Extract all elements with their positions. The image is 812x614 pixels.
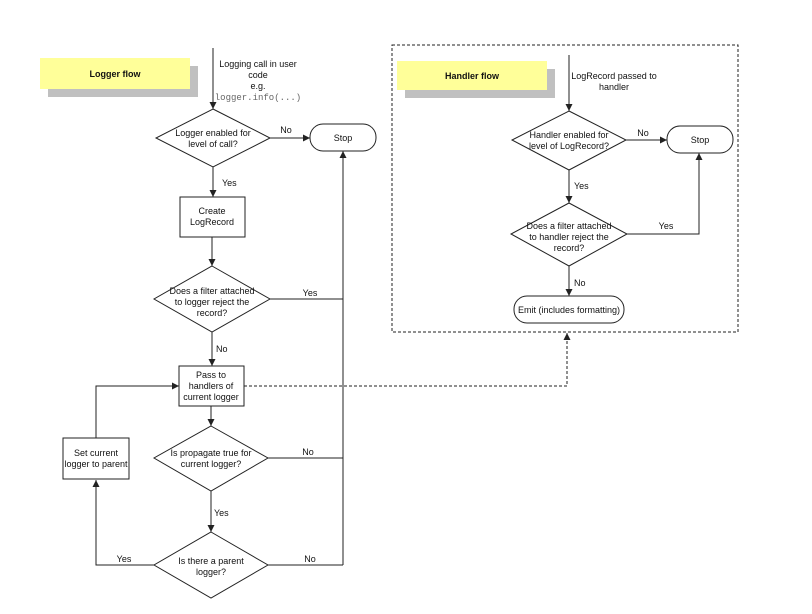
handler-enabled-no-label: No (637, 128, 649, 138)
logger-enabled-yes-label: Yes (222, 178, 237, 188)
logger-filter-line-1: Does a filter attached (169, 286, 254, 296)
parent-logger-line-1: Is there a parent (178, 556, 244, 566)
parent-logger-decision (153, 531, 269, 599)
set-parent-line-2: logger to parent (64, 459, 128, 469)
logger-flow-banner: Logger flow (40, 58, 198, 97)
handler-entry-line-1: LogRecord passed to (571, 71, 657, 81)
propagate-line-1: Is propagate true for (170, 448, 251, 458)
propagate-no-label: No (302, 447, 314, 457)
logger-entry-line-2: code (248, 70, 268, 80)
logger-to-handler-connector (244, 333, 571, 387)
handler-enabled-yes-label: Yes (574, 181, 589, 191)
logger-filter-yes-label: Yes (303, 288, 318, 298)
logger-flow-title: Logger flow (90, 69, 142, 79)
handler-flow-banner-box (397, 61, 547, 90)
handler-flow-banner: Handler flow (397, 61, 555, 98)
handler-filter-no-label: No (574, 278, 586, 288)
logger-entry-code: logger.info(...) (215, 93, 301, 103)
propagate-yes-label: Yes (214, 508, 229, 518)
emit-label: Emit (includes formatting) (518, 305, 620, 315)
handler-entry-line-2: handler (599, 82, 629, 92)
create-logrecord-box (179, 196, 246, 238)
logger-entry-line-1: Logging call in user (219, 59, 297, 69)
logger-enabled-decision (154, 108, 272, 168)
parent-no-label: No (304, 554, 316, 564)
parent-yes-label: Yes (117, 554, 132, 564)
handler-filter-yes-label: Yes (659, 221, 674, 231)
pass-to-handlers-line-3: current logger (183, 392, 239, 402)
handler-filter-line-2: to handler reject the (529, 232, 609, 242)
logger-filter-line-2: to logger reject the (175, 297, 250, 307)
logger-enabled-no-label: No (280, 125, 292, 135)
logger-filter-no-label: No (216, 344, 228, 354)
logger-flow-banner-box (40, 58, 190, 89)
logger-entry-line-3: e.g. (250, 81, 265, 91)
set-parent-loop-arrow (95, 382, 179, 438)
parent-yes-arrow (92, 480, 154, 566)
logger-entry-text: Logging call in user code e.g. logger.in… (215, 59, 301, 103)
pass-to-handlers-line-1: Pass to (196, 370, 226, 380)
logger-filter-line-3: record? (197, 308, 228, 318)
propagate-line-2: current logger? (181, 459, 242, 469)
create-logrecord-line-2: LogRecord (190, 217, 234, 227)
set-parent-line-1: Set current (74, 448, 119, 458)
handler-enabled-line-2: level of LogRecord? (529, 141, 609, 151)
handler-stop-label: Stop (691, 135, 710, 145)
create-logrecord-line-1: Create (198, 206, 225, 216)
handler-filter-yes-arrow (627, 153, 703, 235)
emit-terminal (513, 295, 625, 324)
logger-enabled-line-2: level of call? (188, 139, 238, 149)
logger-enabled-line-1: Logger enabled for (175, 128, 251, 138)
pass-to-handlers-line-2: handlers of (189, 381, 234, 391)
handler-filter-line-3: record? (554, 243, 585, 253)
handler-flow-container (391, 44, 739, 333)
parent-logger-line-2: logger? (196, 567, 226, 577)
handler-enabled-line-1: Handler enabled for (529, 130, 608, 140)
handler-flow-title: Handler flow (445, 71, 500, 81)
logger-stop-label: Stop (334, 133, 353, 143)
handler-filter-line-1: Does a filter attached (526, 221, 611, 231)
